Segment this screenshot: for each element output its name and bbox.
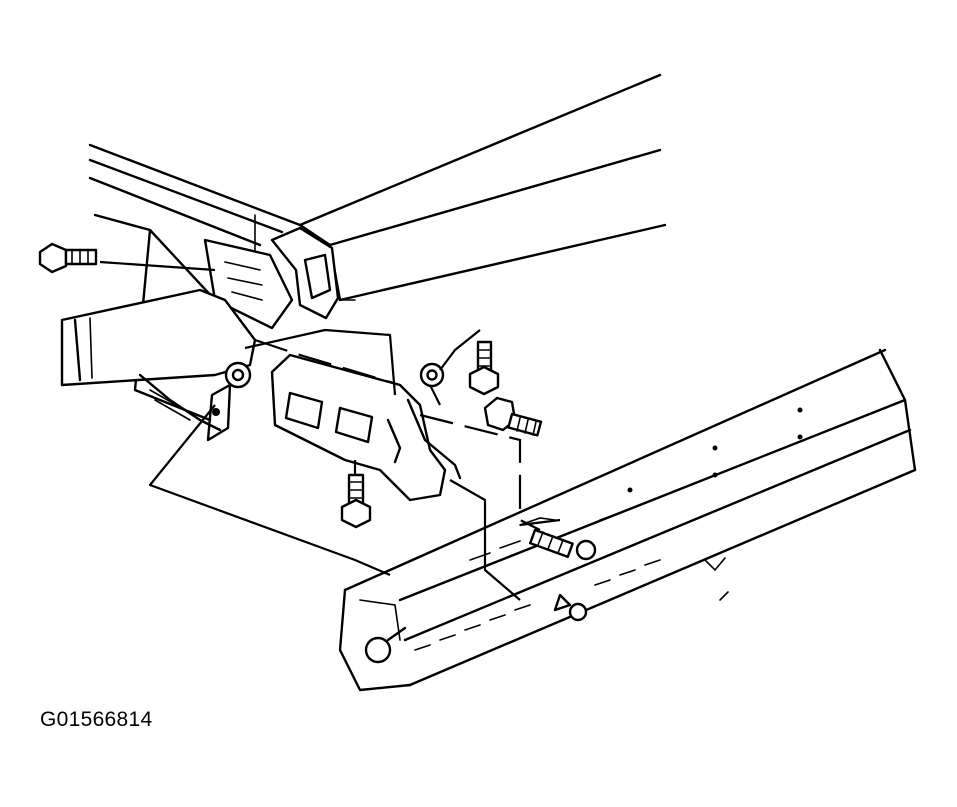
bolt-upper-left [38, 242, 98, 274]
nut-left [206, 361, 252, 442]
nut-right [419, 362, 445, 388]
bumper-slot-marks [414, 512, 661, 651]
impact-bracket [270, 353, 462, 502]
leader-lines [99, 260, 561, 601]
bumper-face-bar [338, 348, 917, 692]
bolt-right-vertical [468, 340, 500, 396]
bumper-bracket-left [60, 288, 257, 432]
frame-end-bracket [93, 213, 340, 422]
figure-id-code: G01566814 [40, 708, 153, 731]
bolt-bumper-center [519, 517, 597, 561]
bolt-center-vertical [340, 473, 372, 529]
bolt-right-horizontal [483, 396, 543, 437]
